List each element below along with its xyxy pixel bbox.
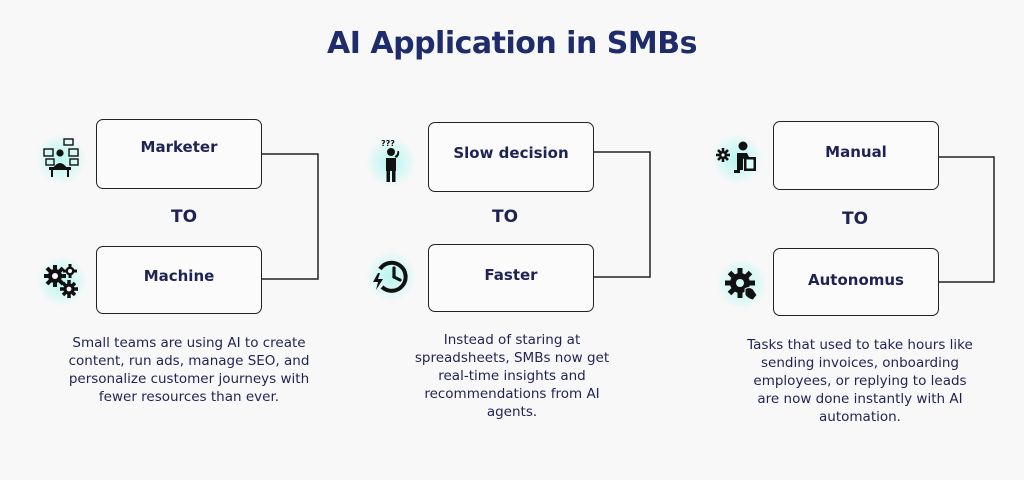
autonomus-box: Autonomus <box>773 248 939 316</box>
to-label-2: TO <box>491 207 519 227</box>
slow-decision-label: Slow decision <box>453 144 569 162</box>
machine-label: Machine <box>143 267 215 285</box>
to-label-1: TO <box>170 207 198 227</box>
description-3: Tasks that used to take hours like sendi… <box>747 337 973 425</box>
connector-line-3 <box>939 156 995 283</box>
slow-decision-box: Slow decision <box>428 122 594 192</box>
connector-line-2 <box>594 151 651 278</box>
svg-text:???: ??? <box>381 139 395 148</box>
marketer-label: Marketer <box>140 138 218 156</box>
connector-line-1 <box>262 153 319 280</box>
marketer-box: Marketer <box>96 119 262 189</box>
fast-clock-icon <box>366 251 416 301</box>
gear-hand-icon <box>717 259 767 309</box>
machine-box: Machine <box>96 246 262 314</box>
team-monitors-icon <box>36 134 86 184</box>
page-title: AI Application in SMBs <box>327 26 697 61</box>
description-2: Instead of staring at spreadsheets, SMBs… <box>414 332 610 420</box>
faster-label: Faster <box>484 266 538 284</box>
to-label-3: TO <box>841 209 869 229</box>
manual-label: Manual <box>825 143 887 161</box>
manual-box: Manual <box>773 121 939 190</box>
description-1: Small teams are using AI to create conte… <box>68 335 310 405</box>
confused-person-icon: ??? <box>366 137 416 187</box>
faster-box: Faster <box>428 244 594 312</box>
gears-icon <box>37 256 87 306</box>
person-at-desk-gear-icon <box>712 134 762 184</box>
autonomus-label: Autonomus <box>808 271 904 289</box>
